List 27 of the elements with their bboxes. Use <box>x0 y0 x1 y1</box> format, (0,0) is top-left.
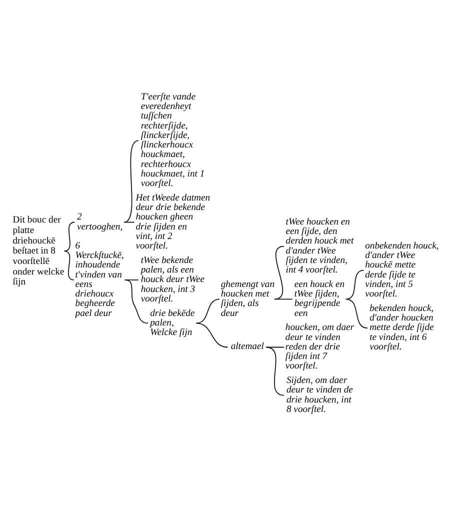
connector <box>124 221 135 222</box>
node-text: houcken, om daer deur te vinden reden der drie ſijden int 7 voorſtel. <box>285 322 354 372</box>
node-text: drie bekēde palen, Welcke ſijn <box>150 307 195 338</box>
node-text: ghemengt van houcken met ſijden, als deur <box>220 278 275 318</box>
connector <box>345 298 368 328</box>
connector <box>345 269 364 300</box>
connector <box>124 279 139 280</box>
node-text: altemael <box>230 340 264 352</box>
connector <box>266 346 285 396</box>
node-text: onbekenden houck, d'ander tWee houckē mette derde ſijde te vinden, int 5 voorſtel. <box>365 240 439 300</box>
connector <box>196 322 228 348</box>
node-text: een houck en tWee ſijden, begrijpende een <box>294 278 345 318</box>
node-text: bekenden houck, d'ander houcken mette derde ſijde te vinden, int 6 voorſtel. <box>370 302 434 352</box>
connector <box>196 298 220 324</box>
node-text: T'eerſte vande everedenheyt tuſſchen rechterſijde, ſlinckerſijde, ſlinckerhoucx houckmaet, rechterhoucx houckmaet, int 1 voorſtel. <box>140 90 205 188</box>
node-text: 2 vertooghen, <box>76 211 123 232</box>
node-text: Dit bouc der platte driehouckē beſtaet in 8 voorſtellē onder welcke ſijn <box>12 214 64 288</box>
connector <box>124 279 149 324</box>
connector <box>64 250 74 280</box>
connector <box>64 221 76 252</box>
connector <box>274 298 293 300</box>
node-text: tWee houcken en een ſijde, den derden houck met d'ander tWee ſijden te vinden, int 4 voorſtel. <box>286 216 354 276</box>
connector <box>124 140 139 222</box>
node-text: 6 Werckſtuckē, inhoudende t'vinden van eens driehoucx begheerde pael deur <box>75 240 124 318</box>
node-text: tWee bekende palen, als een houck deur tWee houcken, int 3 voorſtel. <box>140 254 205 304</box>
node-text: Het tWeede datmen deur drie bekende houcken gheen drie ſijden en vint, int 2 voorſtel. <box>136 192 210 251</box>
node-text: Sijden, om daer deur te vinden de drie houcken, int 8 voorſtel. <box>286 374 353 414</box>
